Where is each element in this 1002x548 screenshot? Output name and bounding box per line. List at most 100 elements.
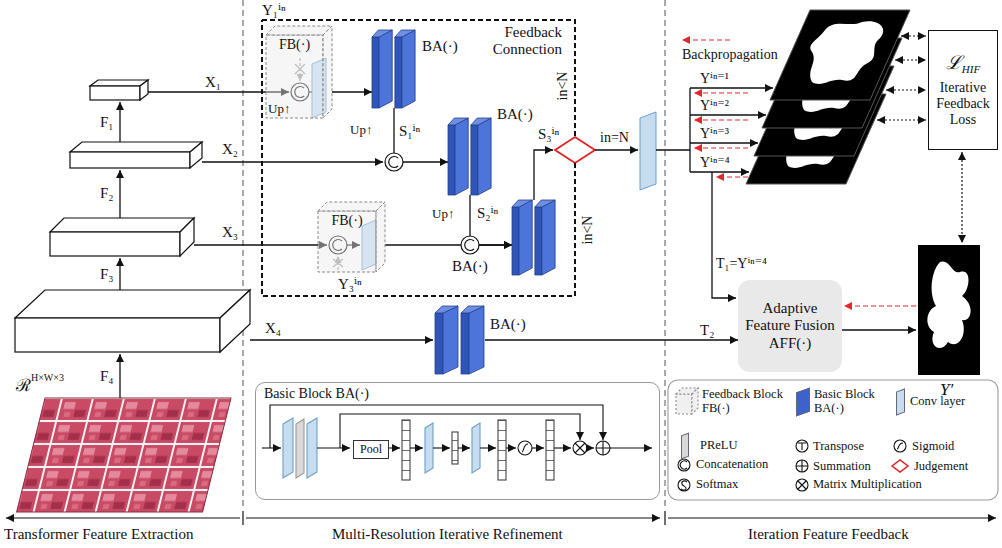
basic-block-internals-part (317, 447, 350, 448)
section-separators (243, 0, 665, 510)
basic-block-outline-part (448, 118, 468, 125)
legend-panel-part-part (678, 479, 690, 491)
feature-arrows-part (194, 244, 327, 245)
basic-block-internals-part (410, 447, 423, 448)
section-arrows-part (242, 511, 243, 525)
basic-block-internals-part (433, 447, 450, 448)
node-text: Iterative Feedback Loss (933, 80, 993, 128)
loss-box: ℒHIF Iterative Feedback Loss (928, 30, 998, 150)
edge-label: S₁ⁱⁿ (399, 123, 420, 140)
feedback-block-outline-part-part (318, 202, 385, 211)
loss-links-part (886, 89, 926, 90)
backpropagation-arrows-part (694, 92, 748, 93)
legend-text: Sigmoid (912, 439, 954, 453)
node-text: HIF (962, 63, 980, 75)
edge-label: T₂ (700, 322, 714, 339)
basic-block-internals-part (283, 418, 293, 478)
basic-block-panel: Basic Block BA(·)Pool (255, 382, 660, 500)
node-text: Adaptive Feature Fusion AFF(·) (744, 300, 836, 352)
feature-label: F₄ (100, 368, 114, 385)
feature-arrows-part (119, 258, 120, 290)
legend-swatch (896, 388, 905, 415)
concat-symbols-part-part (385, 153, 403, 171)
basic-block-outline-part (372, 30, 392, 37)
node-text: BA(·) (490, 316, 526, 333)
judgement-and-output-part (555, 137, 595, 163)
feedback-block-outline-part-part (266, 35, 323, 118)
feature-label: F₂ (100, 185, 114, 202)
condition-label: in<N (580, 216, 596, 245)
connector (485, 339, 738, 340)
encoder-stages-part (50, 218, 194, 232)
basic-block-outline-part (535, 200, 555, 207)
basic-block-outline-part (542, 200, 555, 275)
backpropagation-arrows-part (716, 176, 748, 177)
edge-label: S₂ⁱⁿ (477, 205, 498, 222)
legend-panel-part (668, 380, 998, 500)
section-arrows-part (664, 511, 665, 525)
legend-panel-part-part (692, 388, 698, 414)
basic-block-outline-part (402, 30, 415, 108)
basic-block-outline-part (471, 118, 491, 125)
node-text: BA(·) (452, 258, 488, 275)
basic-block-outline (435, 306, 485, 374)
basic-block-outline-part (372, 37, 379, 108)
basic-block: BA(·) (448, 118, 492, 195)
basic-block-internals-part (270, 405, 603, 448)
basic-block-internals-part (610, 447, 652, 448)
backpropagation-arrows (682, 40, 916, 306)
final-output-part (842, 329, 916, 330)
feedback-block-outline-part-part (376, 202, 385, 272)
skip-label: X₁ (205, 74, 221, 91)
encoder-stages-part (50, 232, 180, 256)
basic-block-internals-part (518, 441, 532, 455)
legend-panel-part-part (678, 459, 690, 471)
basic-block-outline (372, 30, 416, 108)
basic-block-internals (262, 405, 652, 480)
upsample-label: Up↑ (432, 207, 454, 222)
basic-block-outline-part (469, 306, 484, 374)
basic-block-outline-part (519, 200, 532, 275)
output-label: Yⁱⁿ⁼³ (700, 126, 729, 142)
connector (470, 195, 512, 245)
basic-block-outline-part (443, 306, 458, 374)
encoder-stages-part (15, 290, 250, 318)
section-arrows-part (246, 517, 660, 518)
basic-block-internals-part (388, 447, 400, 448)
legend-panel-part-part (681, 481, 687, 490)
legend-panel-part-part (894, 440, 906, 452)
section-title: Iteration Feature Feedback (748, 526, 909, 543)
feedback-block-outline-part-part (323, 26, 332, 118)
output-label: Yⁱⁿ⁼¹ (700, 71, 729, 87)
legend-panel-part-part (676, 394, 692, 414)
legend-text: Judgement (914, 459, 968, 473)
feedback-block-outline (318, 202, 385, 272)
encoder-stages-part (70, 142, 202, 152)
feedback-block-outline-part-part (318, 211, 376, 272)
legend-panel-part-part (680, 461, 687, 469)
encoder-stages-part (70, 152, 190, 168)
legend-text: Feedback Block FB(·) (702, 387, 790, 416)
loss-links-part (895, 59, 926, 60)
skip-label: X₄ (265, 320, 281, 337)
basic-block-outline-part (478, 118, 491, 195)
prediction-masks-part-part (770, 10, 910, 100)
upsample-label: Up↑ (350, 123, 372, 138)
basic-block-outline-part (395, 37, 402, 108)
feature-arrows-part (250, 339, 433, 340)
encoder-stages-part (15, 318, 220, 352)
connector (394, 108, 448, 162)
basic-block-outline-part (512, 207, 519, 275)
backpropagation-arrows-part (694, 119, 748, 120)
feedback-label: Y₁ⁱⁿ (262, 2, 286, 19)
legend-text: Summation (813, 459, 871, 473)
legend-panel-part-part (796, 440, 808, 452)
concat-symbols-part-part (465, 240, 474, 251)
node-text: ℒ (946, 52, 962, 73)
stage-label: S₃ⁱⁿ (538, 126, 559, 143)
legend-panel-part-part (798, 481, 806, 489)
feedback-connection-outline-part (262, 20, 575, 296)
basic-block-internals-part (546, 420, 554, 480)
loss-links-part (901, 35, 926, 36)
basic-block-outline-part (435, 306, 458, 313)
